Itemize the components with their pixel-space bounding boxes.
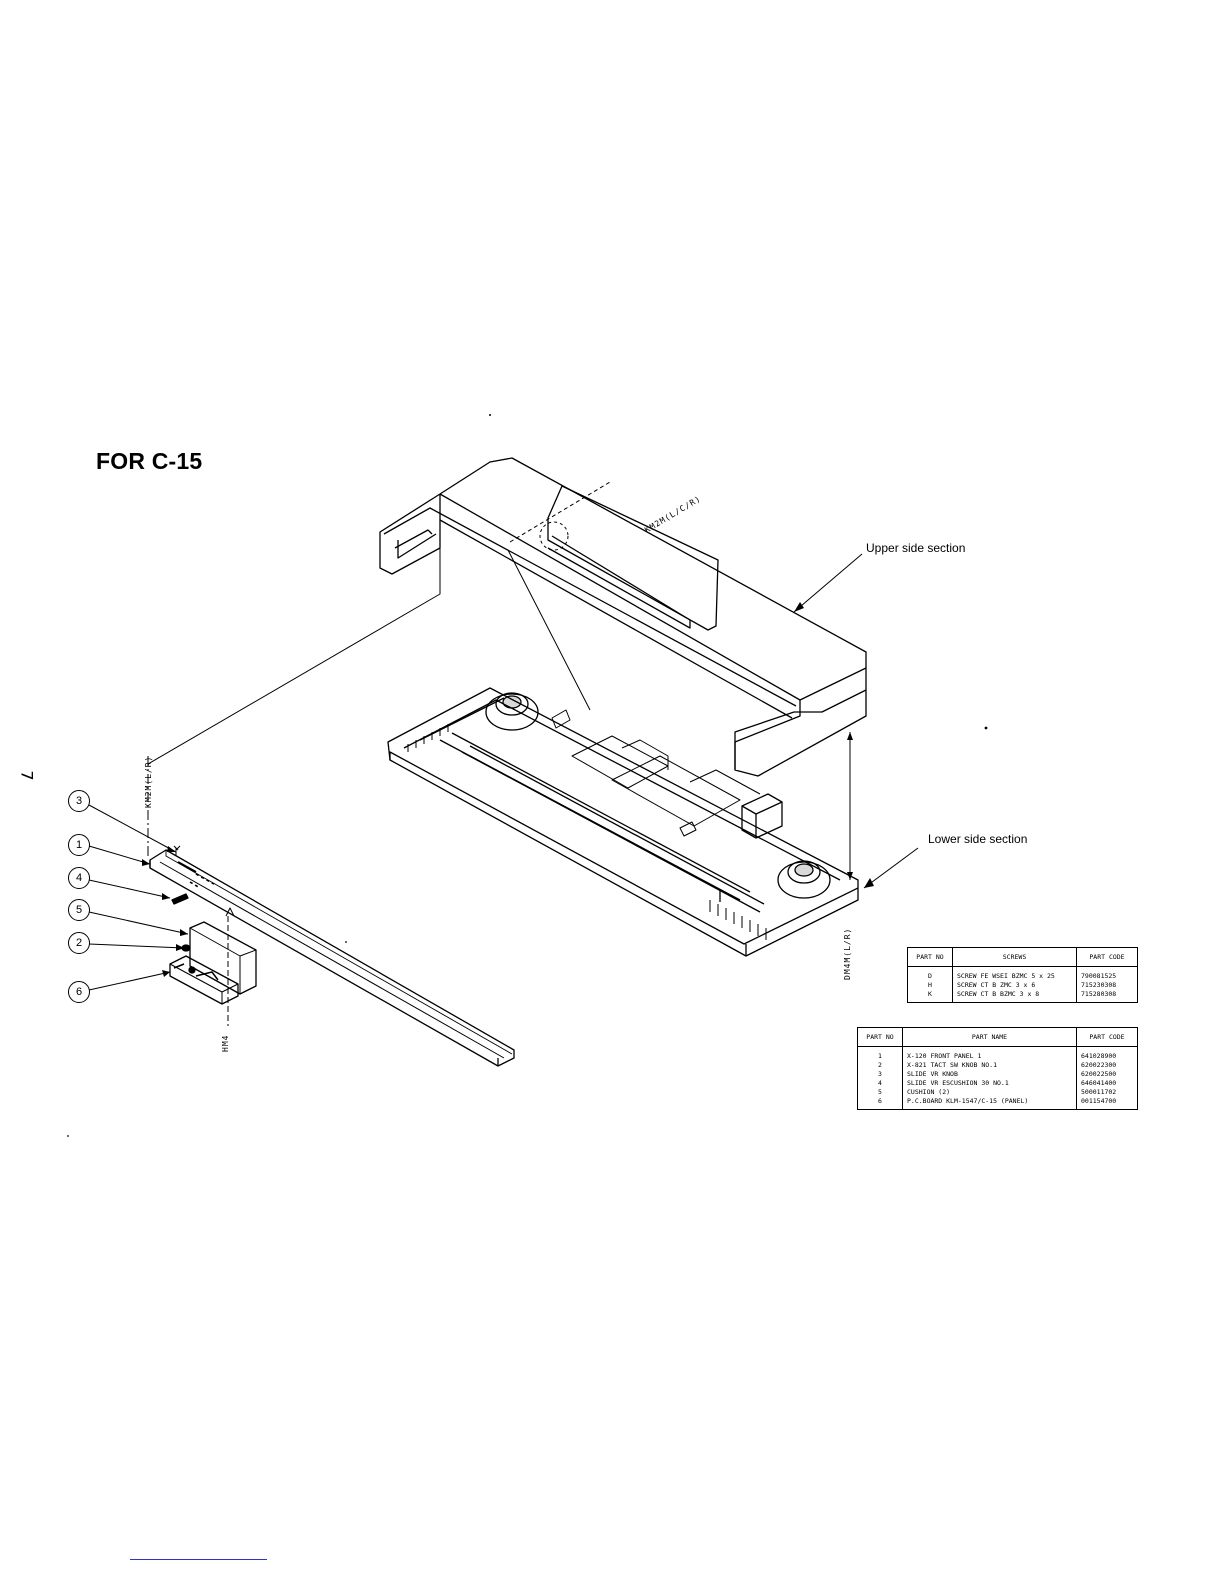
part-no-cell: 6	[857, 1097, 903, 1110]
table-row: K SCREW CT B BZMC 3 x 8 715280308	[907, 990, 1138, 1003]
table-row: H SCREW CT B ZMC 3 x 6 715230308	[907, 981, 1138, 990]
parts-header-part-no: PART NO	[857, 1027, 903, 1047]
part-code-cell: 001154700	[1076, 1097, 1138, 1110]
part-no-cell: 2	[857, 1061, 903, 1070]
screws-table: PART NO SCREWS PART CODE D SCREW FE WSEI…	[907, 947, 1138, 1003]
part-bubble-6: 6	[68, 981, 90, 1003]
part-name-cell: X-120 FRONT PANEL 1	[902, 1046, 1077, 1061]
parts-header-part-code: PART CODE	[1076, 1027, 1138, 1047]
part-no-cell: H	[907, 981, 953, 990]
table-row: D SCREW FE WSEI BZMC 5 x 25 790081525	[907, 966, 1138, 981]
part-bubble-5: 5	[68, 899, 90, 921]
screw-label-dm4m-right: DM4M(L/R)	[843, 927, 852, 980]
part-code-cell: 790081525	[1076, 966, 1138, 981]
screw-label-km2m-left: KM2M(L/R)	[144, 755, 153, 808]
part-bubble-2: 2	[68, 932, 90, 954]
part-bubble-3: 3	[68, 790, 90, 812]
screws-header-screws: SCREWS	[952, 947, 1077, 967]
part-code-cell: 715230308	[1076, 981, 1138, 990]
part-no-cell: 3	[857, 1070, 903, 1079]
part-bubble-4: 4	[68, 867, 90, 889]
parts-header-part-name: PART NAME	[902, 1027, 1077, 1047]
table-row: 4 SLIDE VR ESCUSHION 30 NO.1 646041400	[857, 1079, 1138, 1088]
screw-label-hm4: HM4	[221, 1034, 230, 1052]
part-code-cell: 500011702	[1076, 1088, 1138, 1097]
table-row: 6 P.C.BOARD KLM-1547/C-15 (PANEL) 001154…	[857, 1097, 1138, 1110]
table-row: 3 SLIDE VR KNOB 620022500	[857, 1070, 1138, 1079]
footer-rule	[130, 1559, 267, 1560]
table-row: 1 X-120 FRONT PANEL 1 641028900	[857, 1046, 1138, 1061]
part-name-cell: SLIDE VR KNOB	[902, 1070, 1077, 1079]
part-no-cell: 4	[857, 1079, 903, 1088]
page-number: 7	[17, 770, 37, 781]
part-name-cell: SLIDE VR ESCUSHION 30 NO.1	[902, 1079, 1077, 1088]
part-code-cell: 715280308	[1076, 990, 1138, 1003]
cushion-and-pcb	[169, 893, 257, 1005]
parts-table: PART NO PART NAME PART CODE 1 X-120 FRON…	[857, 1027, 1138, 1110]
upper-side-section	[379, 457, 867, 777]
part-code-cell: 620022500	[1076, 1070, 1138, 1079]
part-no-cell: 1	[857, 1046, 903, 1061]
upper-side-section-label: Upper side section	[866, 541, 966, 555]
front-panel-strip	[149, 849, 515, 1067]
screws-header-part-no: PART NO	[907, 947, 953, 967]
part-name-cell: X-821 TACT SW KNOB NO.1	[902, 1061, 1077, 1070]
part-bubble-1: 1	[68, 834, 90, 856]
part-name-cell: P.C.BOARD KLM-1547/C-15 (PANEL)	[902, 1097, 1077, 1110]
page-title: FOR C-15	[96, 448, 203, 474]
part-code-cell: 641028900	[1076, 1046, 1138, 1061]
lower-side-section-label: Lower side section	[928, 832, 1028, 846]
part-name-cell: CUSHION (2)	[902, 1088, 1077, 1097]
screw-name-cell: SCREW FE WSEI BZMC 5 x 25	[952, 966, 1077, 981]
part-no-cell: 5	[857, 1088, 903, 1097]
part-code-cell: 620022300	[1076, 1061, 1138, 1070]
table-row: 5 CUSHION (2) 500011702	[857, 1088, 1138, 1097]
screw-name-cell: SCREW CT B ZMC 3 x 6	[952, 981, 1077, 990]
screws-header-part-code: PART CODE	[1076, 947, 1138, 967]
part-code-cell: 646041400	[1076, 1079, 1138, 1088]
part-no-cell: K	[907, 990, 953, 1003]
part-no-cell: D	[907, 966, 953, 981]
table-row: 2 X-821 TACT SW KNOB NO.1 620022300	[857, 1061, 1138, 1070]
lower-side-section	[387, 687, 859, 957]
screw-name-cell: SCREW CT B BZMC 3 x 8	[952, 990, 1077, 1003]
